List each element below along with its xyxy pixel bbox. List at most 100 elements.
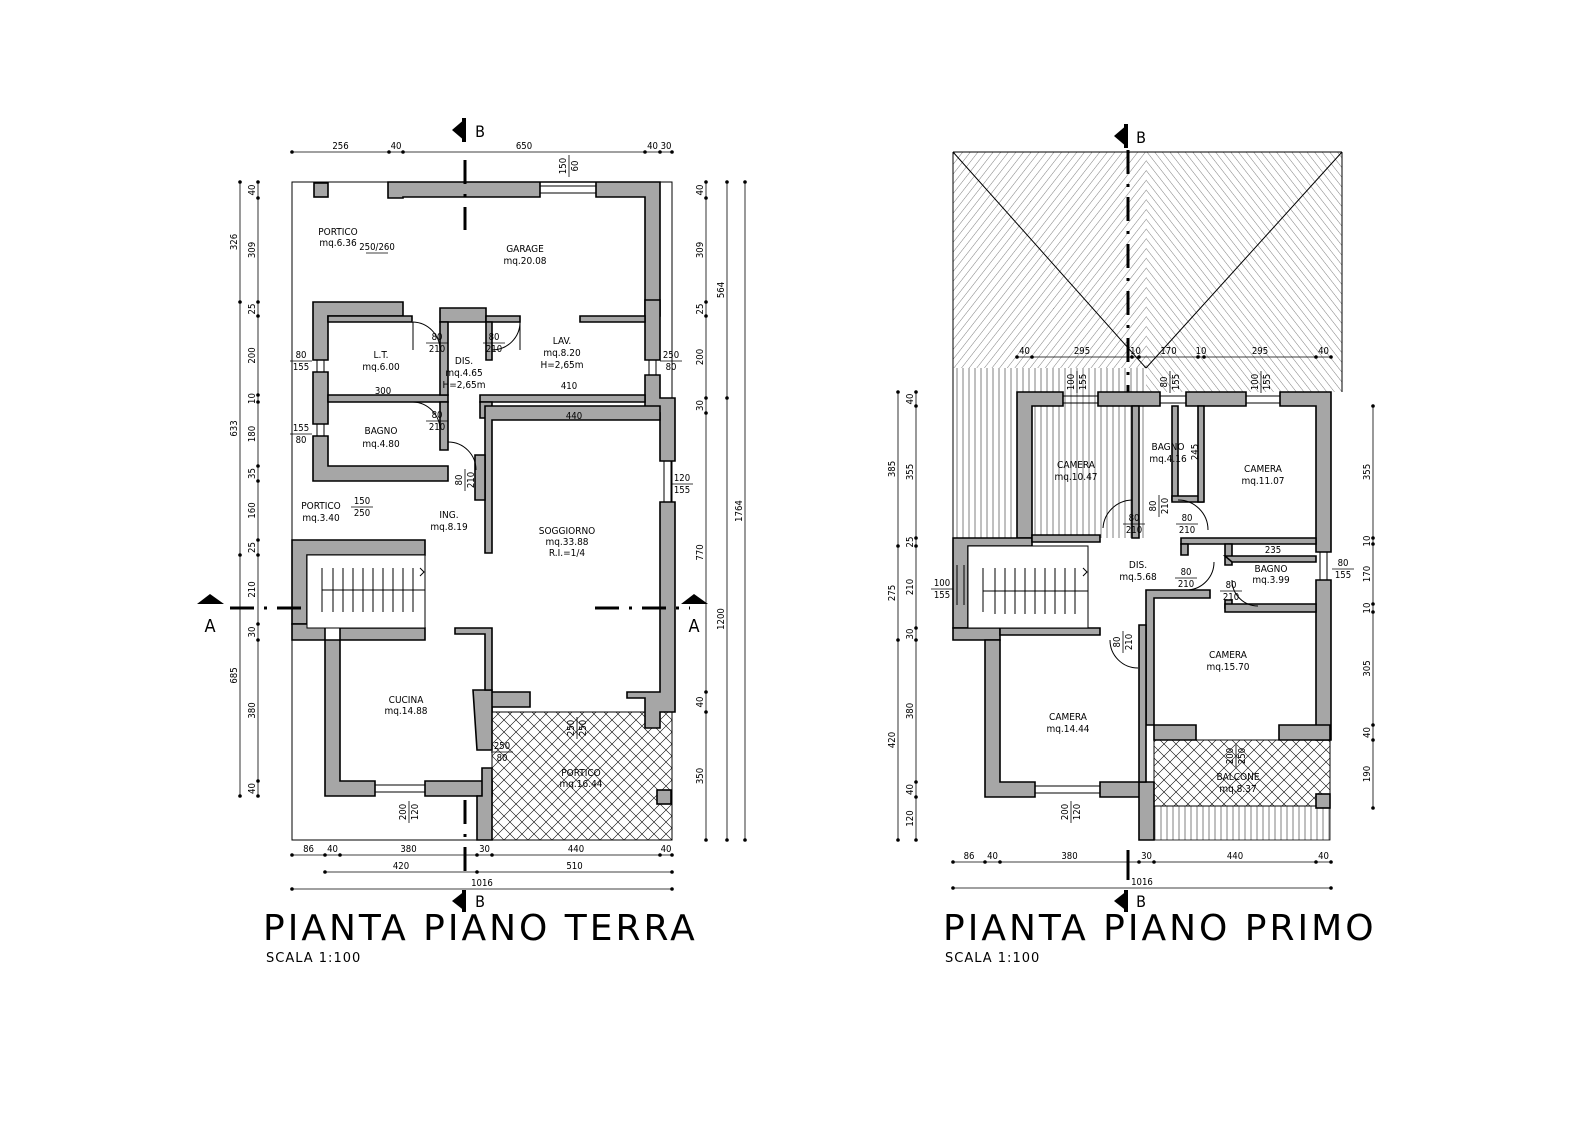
section-marker-a-right: A bbox=[681, 594, 708, 637]
dimension-label: 40 bbox=[905, 394, 916, 405]
dimension-label: 40 bbox=[327, 844, 338, 855]
dimension-label: 30 bbox=[661, 141, 672, 152]
dimension-label: 40 bbox=[647, 141, 658, 152]
dimension-tick bbox=[743, 838, 747, 842]
plan-scale: SCALA 1:100 bbox=[266, 951, 361, 966]
svg-text:200: 200 bbox=[1060, 804, 1071, 820]
dimension-tick bbox=[896, 390, 900, 394]
room-extra: R.I.=1/4 bbox=[549, 548, 586, 559]
dimension-label: 210 bbox=[247, 581, 258, 597]
svg-text:B: B bbox=[1136, 892, 1146, 911]
svg-text:120: 120 bbox=[674, 473, 690, 484]
dimension-tick bbox=[704, 411, 708, 415]
svg-text:150: 150 bbox=[354, 496, 370, 507]
dimension-label: 190 bbox=[1362, 766, 1373, 782]
dimension-tick bbox=[256, 314, 260, 318]
svg-text:80: 80 bbox=[1181, 567, 1192, 578]
dimension-tick bbox=[256, 393, 260, 397]
ground-stairs bbox=[306, 554, 426, 629]
dimension-tick bbox=[256, 196, 260, 200]
room-name: ING. bbox=[439, 510, 458, 521]
dimension-label: 275 bbox=[887, 585, 898, 601]
dimension-tick bbox=[983, 860, 987, 864]
dimension-tick bbox=[1196, 355, 1200, 359]
dimension-tick bbox=[256, 300, 260, 304]
dimension-tick bbox=[256, 638, 260, 642]
dimension-label: 86 bbox=[303, 844, 314, 855]
dimension-label: 420 bbox=[393, 861, 409, 872]
svg-text:155: 155 bbox=[293, 423, 309, 434]
dimension-label: 30 bbox=[479, 844, 490, 855]
dimension-label: 295 bbox=[1252, 346, 1268, 357]
dimension-tick bbox=[670, 870, 674, 874]
svg-text:80: 80 bbox=[497, 753, 508, 764]
dimension-label: 210 bbox=[905, 579, 916, 595]
dimension-tick bbox=[643, 150, 647, 154]
dimension-label: 685 bbox=[229, 667, 240, 683]
svg-text:210: 210 bbox=[429, 422, 445, 433]
dimension-label: 326 bbox=[229, 234, 240, 250]
dimension-tick bbox=[1202, 355, 1206, 359]
svg-text:250: 250 bbox=[494, 741, 510, 752]
section-marker-b-bottom: B bbox=[1114, 890, 1146, 912]
ground-interior-walls bbox=[327, 315, 661, 691]
dimension-tick bbox=[323, 870, 327, 874]
dimension-tick bbox=[914, 838, 918, 842]
dimension-tick bbox=[256, 479, 260, 483]
room-name: GARAGE bbox=[506, 244, 544, 255]
room-name: SOGGIORNO bbox=[539, 526, 596, 537]
dimension-tick bbox=[914, 390, 918, 394]
svg-text:80: 80 bbox=[1148, 501, 1159, 512]
dimension-label: 380 bbox=[905, 703, 916, 719]
dimension-label: 309 bbox=[695, 242, 706, 258]
dimension-tick bbox=[1371, 404, 1375, 408]
dimension-tick bbox=[256, 538, 260, 542]
dimension-tick bbox=[1137, 860, 1141, 864]
svg-text:200: 200 bbox=[398, 804, 409, 820]
dimension-tick bbox=[238, 553, 242, 557]
ground-floor-plan: A A B B PORTICO mq.6.36 GARAGE mq.20.08 … bbox=[197, 118, 747, 966]
dimension-tick bbox=[704, 300, 708, 304]
dimension-label: 30 bbox=[247, 627, 258, 638]
room-area: mq.8.37 bbox=[1219, 784, 1256, 795]
dimension-tick bbox=[1137, 355, 1141, 359]
svg-text:210: 210 bbox=[466, 472, 477, 488]
dimension-tick bbox=[914, 780, 918, 784]
dimension-label: 30 bbox=[695, 400, 706, 411]
dimension-tick bbox=[338, 853, 342, 857]
dimension-label: 350 bbox=[695, 768, 706, 784]
post bbox=[313, 182, 329, 198]
plan-title: PIANTA PIANO TERRA bbox=[263, 908, 698, 949]
svg-text:B: B bbox=[475, 122, 485, 141]
dimension-label: 180 bbox=[247, 426, 258, 442]
section-marker-b-top: B bbox=[1114, 124, 1146, 148]
dimension-tick bbox=[256, 794, 260, 798]
dimension-label: 10 bbox=[1130, 346, 1141, 357]
svg-text:210: 210 bbox=[1223, 592, 1239, 603]
svg-text:155: 155 bbox=[934, 590, 950, 601]
dimension-tick bbox=[1314, 860, 1318, 864]
dimension-tick bbox=[490, 853, 494, 857]
dimension-tick bbox=[1015, 355, 1019, 359]
dimension-tick bbox=[238, 794, 242, 798]
room-height: H=2,65m bbox=[540, 360, 583, 371]
svg-text:80: 80 bbox=[1129, 513, 1140, 524]
plan-title: PIANTA PIANO PRIMO bbox=[943, 908, 1377, 949]
room-area: mq.3.99 bbox=[1252, 575, 1290, 586]
dimension-tick bbox=[725, 838, 729, 842]
balcony-hatch bbox=[1153, 739, 1331, 807]
svg-text:155: 155 bbox=[1078, 374, 1089, 390]
dimension-tick bbox=[914, 544, 918, 548]
section-marker-b-top: B bbox=[452, 118, 485, 142]
svg-text:80: 80 bbox=[454, 475, 465, 486]
dimension-tick bbox=[1371, 602, 1375, 606]
ground-section-lines bbox=[230, 160, 690, 880]
room-area: mq.8.19 bbox=[430, 522, 468, 533]
svg-text:80: 80 bbox=[489, 332, 500, 343]
dimension-tick bbox=[1329, 355, 1333, 359]
dimension-label: 564 bbox=[716, 282, 727, 298]
dimension-tick bbox=[1152, 860, 1156, 864]
dimension-label: 256 bbox=[332, 141, 348, 152]
dimension-tick bbox=[475, 853, 479, 857]
svg-text:210: 210 bbox=[1179, 525, 1195, 536]
